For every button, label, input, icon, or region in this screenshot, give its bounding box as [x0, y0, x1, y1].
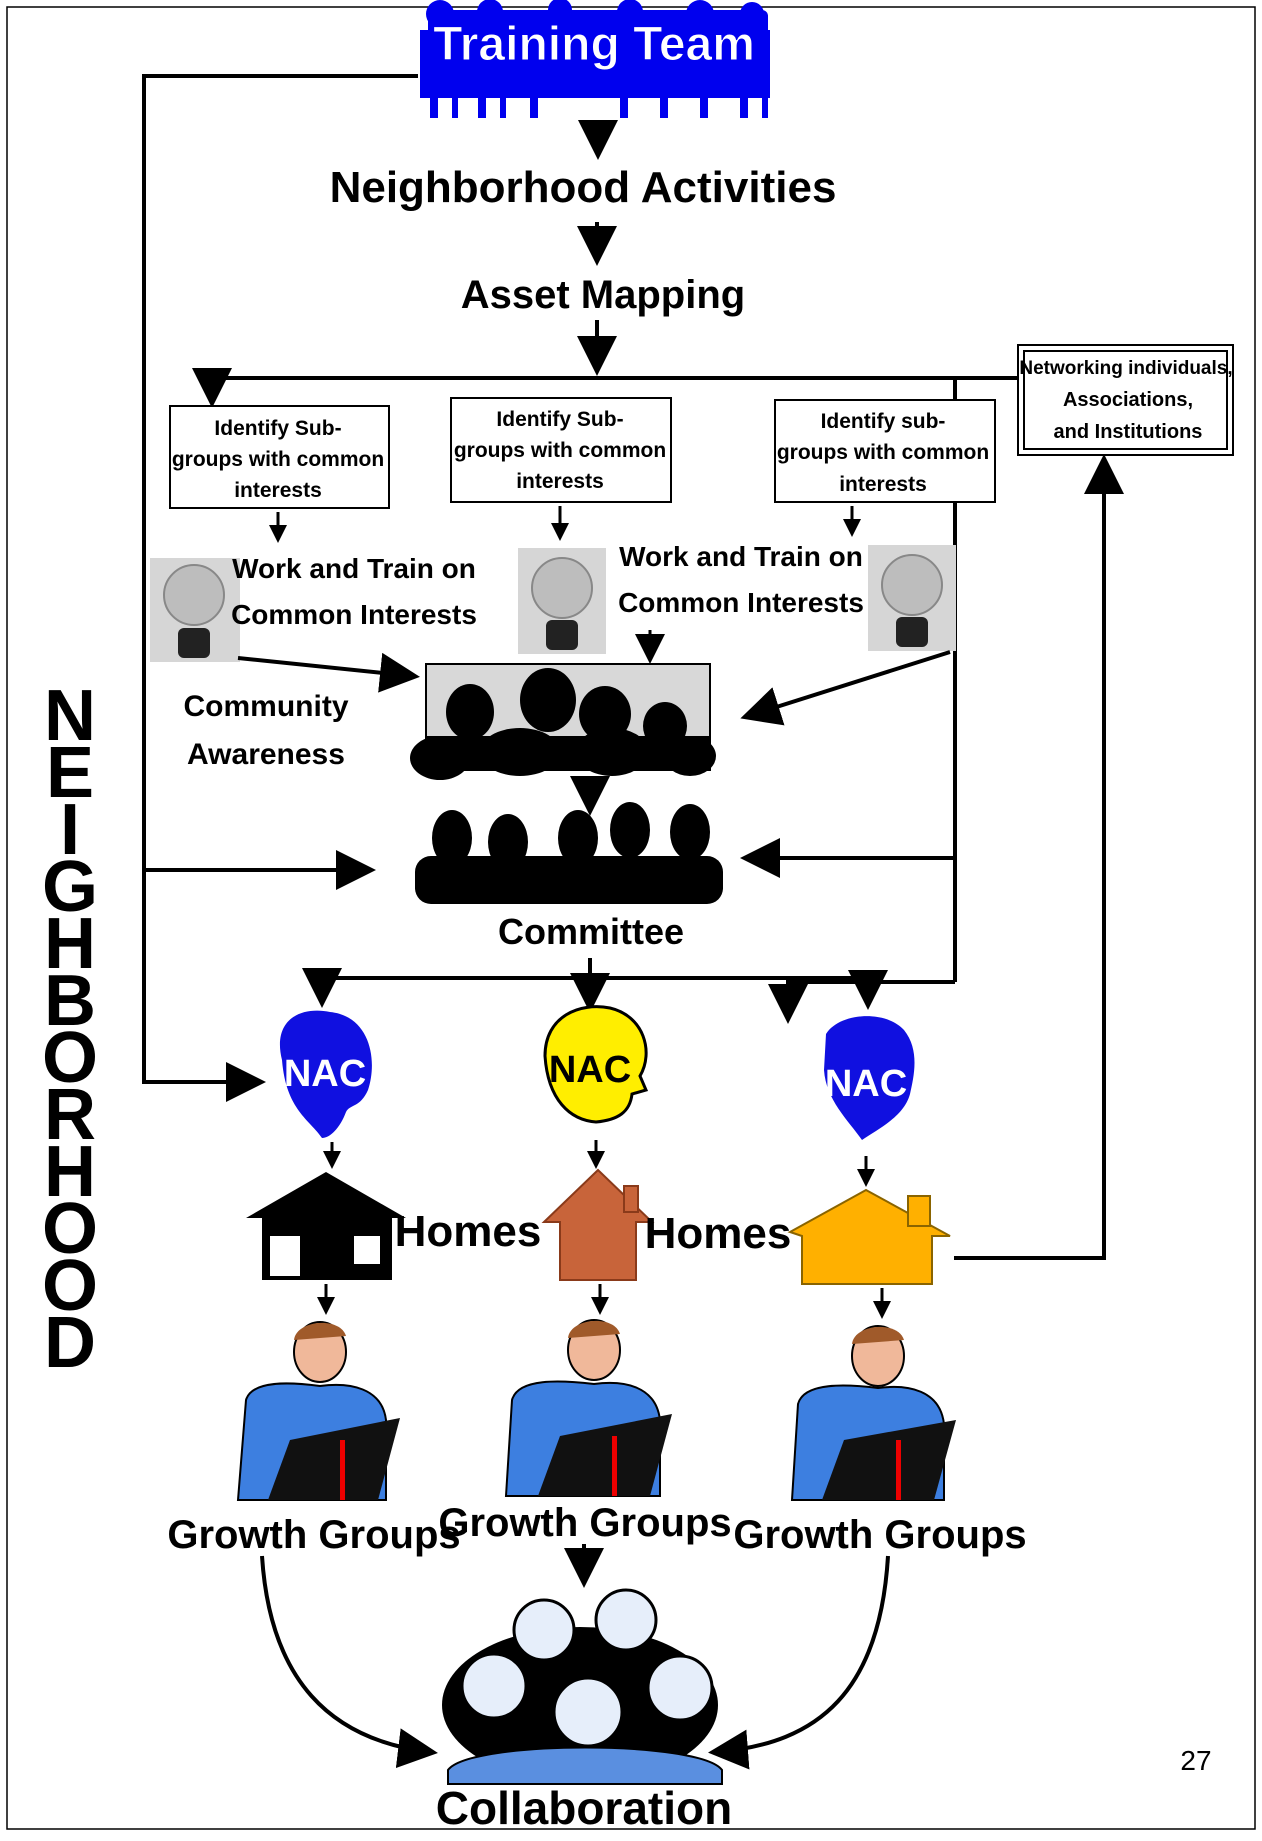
reader-icon [504, 1319, 672, 1497]
svg-text:O: O [42, 1189, 98, 1269]
community-awareness-label: Community Awareness [184, 690, 349, 771]
curve-left-collab [260, 1555, 438, 1769]
svg-text:and Institutions: and Institutions [1054, 421, 1203, 443]
arrow-right-audience [740, 650, 951, 726]
nac-head-icon: NAC [279, 1010, 372, 1138]
growth-groups-label-right: Growth Groups [733, 1513, 1026, 1557]
svg-text:Networking individuals,: Networking individuals, [1019, 358, 1232, 379]
lightbulb-icon [868, 545, 956, 651]
arrow-trunk-branch [768, 980, 955, 1024]
house-icon [541, 1168, 655, 1281]
neighborhood-vertical-label: N E I G H B O R H O O D [42, 676, 98, 1383]
svg-text:interests: interests [516, 470, 604, 493]
reader-icon [236, 1321, 400, 1501]
subgroup-box-center: Identify Sub- groups with common interes… [450, 397, 672, 503]
group-faces-icon [442, 1588, 723, 1785]
svg-text:interests: interests [839, 473, 927, 496]
svg-text:G: G [42, 847, 98, 927]
left-loop-arrow [142, 74, 418, 1102]
svg-text:groups with common: groups with common [172, 448, 384, 471]
audience-icon [410, 663, 716, 780]
lightbulb-icon [518, 548, 606, 654]
homes-label-right: Homes [645, 1209, 792, 1258]
arrow-home-networking [954, 454, 1124, 1260]
svg-text:NAC: NAC [284, 1053, 366, 1095]
homes-label-left: Homes [395, 1207, 542, 1256]
svg-text:Identify sub-: Identify sub- [821, 410, 946, 433]
svg-text:Awareness: Awareness [187, 738, 345, 771]
svg-text:H: H [44, 904, 96, 984]
svg-text:NAC: NAC [825, 1063, 907, 1105]
collaboration-label: Collaboration [436, 1782, 732, 1834]
svg-text:groups with common: groups with common [454, 439, 666, 462]
training-team-title: Training Team [433, 18, 755, 71]
house-icon [246, 1172, 406, 1280]
svg-text:Common Interests: Common Interests [231, 599, 477, 630]
subgroup-box-right: Identify sub- groups with common interes… [774, 399, 996, 503]
nac-head-icon: NAC [543, 1005, 649, 1124]
svg-text:interests: interests [234, 479, 322, 502]
page-number: 27 [1180, 1745, 1211, 1776]
svg-text:O: O [42, 1246, 98, 1326]
svg-text:D: D [44, 1303, 96, 1383]
svg-text:I: I [60, 790, 80, 870]
work-train-right: Work and Train on Common Interests [618, 541, 864, 618]
svg-text:Associations,: Associations, [1063, 389, 1193, 411]
curve-right-collab [708, 1555, 890, 1770]
svg-text:Work and Train on: Work and Train on [619, 541, 863, 572]
networking-box: Networking individuals, Associations, an… [1017, 344, 1234, 456]
svg-text:NAC: NAC [549, 1049, 631, 1091]
growth-groups-label-left: Growth Groups [167, 1513, 460, 1557]
growth-groups-label-center: Growth Groups [438, 1501, 731, 1545]
neighborhood-activities-label: Neighborhood Activities [330, 163, 837, 212]
work-train-left: Work and Train on Common Interests [231, 553, 477, 630]
svg-text:H: H [44, 1132, 96, 1212]
lightbulb-icon [150, 558, 240, 662]
svg-text:groups with common: groups with common [777, 441, 989, 464]
svg-text:B: B [44, 961, 96, 1041]
reader-icon [790, 1325, 956, 1501]
committee-icon [415, 802, 723, 904]
svg-text:Community: Community [184, 690, 349, 723]
svg-text:Common Interests: Common Interests [618, 587, 864, 618]
subgroup-box-left: Identify Sub- groups with common interes… [169, 405, 390, 509]
arrow-bulb-audience [237, 652, 420, 693]
svg-text:Work and Train on: Work and Train on [232, 553, 476, 584]
committee-label: Committee [498, 911, 684, 952]
training-team-people-icon [420, 0, 770, 118]
asset-mapping-label: Asset Mapping [461, 273, 745, 317]
svg-text:R: R [44, 1075, 96, 1155]
nac-head-icon: NAC [824, 1016, 915, 1140]
svg-text:Identify Sub-: Identify Sub- [214, 417, 341, 440]
svg-text:E: E [46, 733, 94, 813]
house-icon [787, 1188, 951, 1285]
svg-text:Identify Sub-: Identify Sub- [496, 408, 623, 431]
svg-text:N: N [44, 676, 96, 756]
svg-text:O: O [42, 1018, 98, 1098]
